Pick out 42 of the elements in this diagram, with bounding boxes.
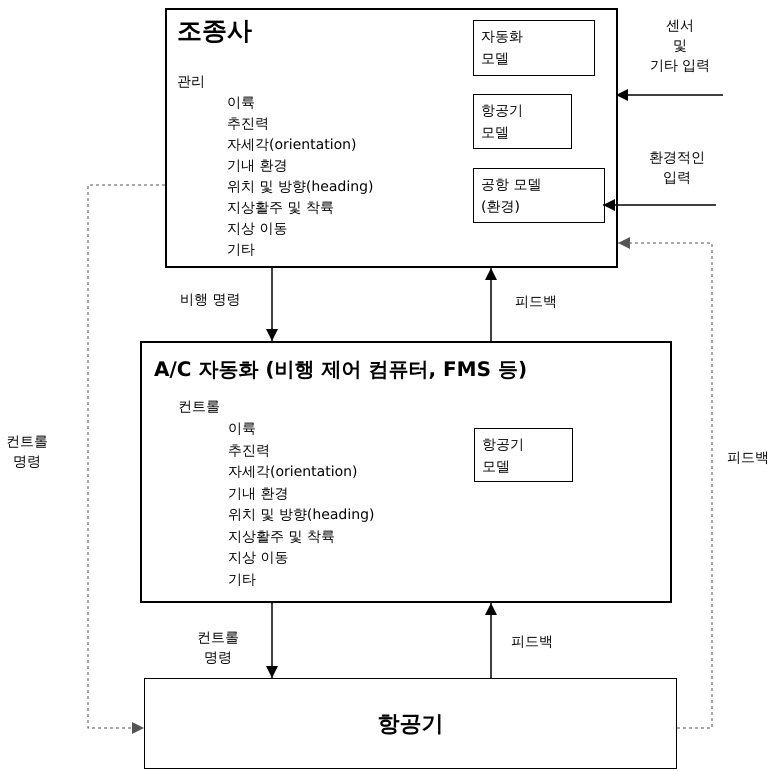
list-item: 자세각(orientation): [228, 463, 358, 482]
box-text: 항공기 모델: [481, 102, 523, 143]
list-item: 지상 이동: [227, 220, 288, 239]
model-box: [473, 168, 605, 223]
box-title: 조종사: [177, 15, 252, 47]
list-item: 지상활주 및 착륙: [228, 528, 335, 546]
section-label: 컨트롤: [178, 398, 220, 417]
model-box: [474, 428, 573, 482]
section-label: 관리: [177, 73, 205, 92]
process-box: [144, 678, 677, 769]
box-title: 항공기: [378, 710, 444, 738]
arrow: [266, 268, 278, 341]
list-item: 이륙: [228, 420, 256, 439]
list-item: 기타: [227, 241, 255, 260]
arrow: [485, 268, 497, 341]
arrow: [266, 603, 278, 678]
box-text: 자동화 모델: [481, 28, 523, 69]
list-item: 기타: [228, 570, 256, 590]
process-box: [140, 341, 672, 603]
list-item: 지상 이동: [228, 549, 288, 568]
box-text: 항공기 모델: [482, 436, 524, 477]
dashed-arrow: [618, 237, 712, 728]
input-label: 센서 및 기타 입력: [635, 16, 725, 99]
list-item: 위치 및 방향(heading): [227, 178, 374, 197]
input-label: 환경적인 입력: [636, 148, 718, 209]
process-box: [165, 8, 618, 268]
box-title: A/C 자동화 (비행 제어 컴퓨터, FMS 등): [154, 356, 528, 383]
arrow: [616, 89, 723, 101]
list-item: 기내 환경: [228, 484, 288, 504]
box-text: 공항 모델 (환경): [481, 176, 542, 217]
list-item: 지상활주 및 착륙: [227, 199, 334, 218]
list-item: 자세각(orientation): [227, 136, 357, 155]
list-item: 이륙: [227, 94, 255, 113]
model-box: [473, 20, 595, 76]
arrow: [485, 603, 497, 678]
arrow: [603, 199, 716, 211]
dashed-arrow: [88, 184, 166, 734]
list-item: 추진력: [228, 442, 270, 460]
list-item: 추진력: [227, 115, 269, 134]
list-item: 기내 환경: [227, 157, 288, 176]
model-box: [473, 94, 572, 149]
list-item: 위치 및 방향(heading): [228, 506, 374, 525]
